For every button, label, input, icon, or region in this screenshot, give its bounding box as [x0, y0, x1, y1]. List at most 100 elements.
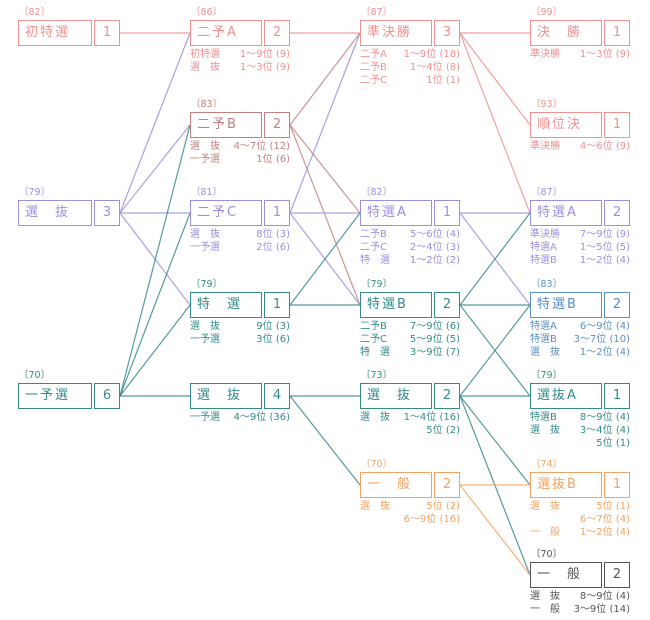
stage-race-count: 6 — [94, 383, 120, 409]
feeder-range: 1～3位 (9) — [579, 49, 630, 60]
feeder-source: 選 抜 — [530, 425, 560, 436]
feeder-range: 3位 (6) — [256, 334, 290, 345]
stage-label: 二予A — [190, 20, 262, 46]
stage-feeders: 選 抜 9位 (3) 一予選 3位 (6) — [190, 320, 290, 346]
feeder-source: 一予選 — [190, 334, 220, 345]
feeder-range: 9位 (3) — [256, 321, 290, 332]
feeder-line: 一予選 1位 (6) — [190, 153, 290, 166]
feeder-source: 二予B — [360, 62, 387, 73]
stage-avg-points: 〔83〕 — [191, 99, 223, 110]
stage-race-count: 2 — [264, 112, 290, 138]
link-tokusen2-tokusenA3 — [289, 212, 361, 306]
feeder-range: 1位 (6) — [256, 154, 290, 165]
feeder-line: 一予選 3位 (6) — [190, 333, 290, 346]
feeder-source: 二予C — [360, 242, 387, 253]
feeder-source: 特選A — [530, 242, 557, 253]
feeder-source: 選 抜 — [190, 321, 220, 332]
feeder-source: 二予A — [360, 49, 387, 60]
feeder-source: 特選B — [530, 255, 557, 266]
feeder-source: 一 般 — [530, 604, 560, 615]
feeder-line: 5位 (2) — [360, 424, 460, 437]
stage-race-count: 1 — [94, 20, 120, 46]
link-niyoB-tokusenB3 — [289, 124, 361, 306]
stage-avg-points: 〔79〕 — [19, 187, 51, 198]
stage-label: 二予B — [190, 112, 262, 138]
feeder-range: 5位 (1) — [596, 438, 630, 449]
stage-avg-points: 〔82〕 — [19, 7, 51, 18]
feeder-range: 1～4位 (16) — [403, 412, 460, 423]
stage-race-count: 1 — [604, 20, 630, 46]
feeder-line: 二予B 1～4位 (8) — [360, 61, 460, 74]
feeder-source: 選 抜 — [190, 62, 220, 73]
stage-label: 選 抜 — [190, 383, 262, 409]
feeder-range: 8～9位 (4) — [579, 591, 630, 602]
stage-label: 初特選 — [18, 20, 92, 46]
feeder-range: 7～9位 (9) — [579, 229, 630, 240]
stage-avg-points: 〔79〕 — [191, 279, 223, 290]
stage-label: 順位決 — [530, 112, 602, 138]
feeder-source: 一予選 — [190, 242, 220, 253]
feeder-range: 1～4位 (8) — [409, 62, 460, 73]
feeder-range: 6～9位 (4) — [579, 321, 630, 332]
feeder-line: 5位 (1) — [530, 437, 630, 450]
feeder-range: 5位 (1) — [596, 501, 630, 512]
stage-avg-points: 〔87〕 — [361, 7, 393, 18]
stage-label: 特 選 — [190, 292, 262, 318]
feeder-source: 特選B — [530, 334, 557, 345]
stage-avg-points: 〔79〕 — [531, 370, 563, 381]
feeder-range: 3～4位 (4) — [579, 425, 630, 436]
feeder-range: 2位 (6) — [256, 242, 290, 253]
stage-avg-points: 〔87〕 — [531, 187, 563, 198]
stage-avg-points: 〔99〕 — [531, 7, 563, 18]
stage-race-count: 1 — [604, 383, 630, 409]
feeder-source: 選 抜 — [530, 501, 560, 512]
feeder-range: 5位 (2) — [426, 501, 460, 512]
feeder-source: 一予選 — [190, 154, 220, 165]
feeder-line: 6～7位 (4) — [530, 513, 630, 526]
stage-race-count: 3 — [434, 20, 460, 46]
feeder-line: 選 抜 5位 (1) — [530, 500, 630, 513]
feeder-range: 1～2位 (4) — [579, 255, 630, 266]
link-ippan3-ippan4 — [459, 484, 531, 576]
feeder-range: 1～9位 (9) — [239, 49, 290, 60]
feeder-source: 選 抜 — [530, 591, 560, 602]
feeder-range: 4～6位 (9) — [579, 141, 630, 152]
link-senbatsu3-senbatsuB4 — [459, 395, 531, 486]
feeder-source: 一予選 — [190, 412, 220, 423]
feeder-source: 二予B — [360, 321, 387, 332]
link-junkessho-junikessho — [459, 32, 531, 126]
stage-avg-points: 〔83〕 — [531, 279, 563, 290]
